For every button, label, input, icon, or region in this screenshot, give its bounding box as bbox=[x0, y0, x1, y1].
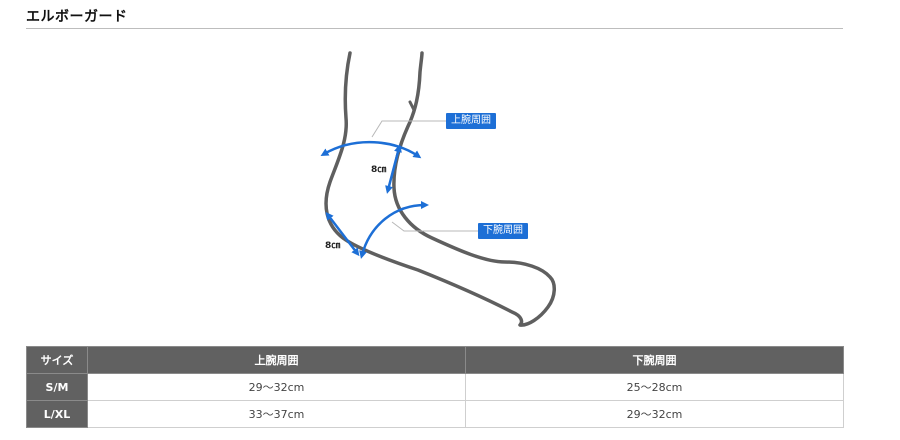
upper-value-cell: 33～37cm bbox=[87, 400, 466, 428]
header-size: サイズ bbox=[26, 346, 88, 374]
table-row: L/XL 33～37cm 29～32cm bbox=[26, 400, 844, 428]
lower-circumference-line bbox=[359, 201, 429, 259]
upper-value-cell: 29～32cm bbox=[87, 373, 466, 401]
size-cell: L/XL bbox=[26, 400, 88, 428]
lower-length-arrow bbox=[325, 211, 360, 257]
upper-length-arrow bbox=[385, 144, 402, 194]
header-upper-circumference: 上腕周囲 bbox=[87, 346, 466, 374]
title-divider bbox=[26, 28, 843, 29]
elbow-measurement-diagram: 上腕周囲 下腕周囲 8㎝ 8㎝ bbox=[320, 51, 556, 327]
arm-illustration bbox=[320, 51, 556, 327]
upper-length-label: 8㎝ bbox=[371, 165, 387, 175]
lower-value-cell: 29～32cm bbox=[465, 400, 844, 428]
table-row: S/M 29～32cm 25～28cm bbox=[26, 373, 844, 401]
lower-leader-line bbox=[391, 221, 478, 232]
table-header-row: サイズ 上腕周囲 下腕周囲 bbox=[26, 346, 844, 374]
size-chart-table: サイズ 上腕周囲 下腕周囲 S/M 29～32cm 25～28cm L/XL 3… bbox=[26, 346, 844, 428]
lower-arm-callout: 下腕周囲 bbox=[478, 223, 528, 239]
arm-outline bbox=[324, 51, 556, 327]
elbow-crease bbox=[408, 100, 416, 112]
size-cell: S/M bbox=[26, 373, 88, 401]
lower-length-label: 8㎝ bbox=[325, 241, 341, 251]
upper-leader-line bbox=[371, 120, 446, 138]
upper-arm-callout: 上腕周囲 bbox=[446, 113, 496, 129]
lower-value-cell: 25～28cm bbox=[465, 373, 844, 401]
header-lower-circumference: 下腕周囲 bbox=[465, 346, 844, 374]
section-title: エルボーガード bbox=[26, 9, 128, 25]
upper-circumference-line bbox=[320, 140, 422, 159]
